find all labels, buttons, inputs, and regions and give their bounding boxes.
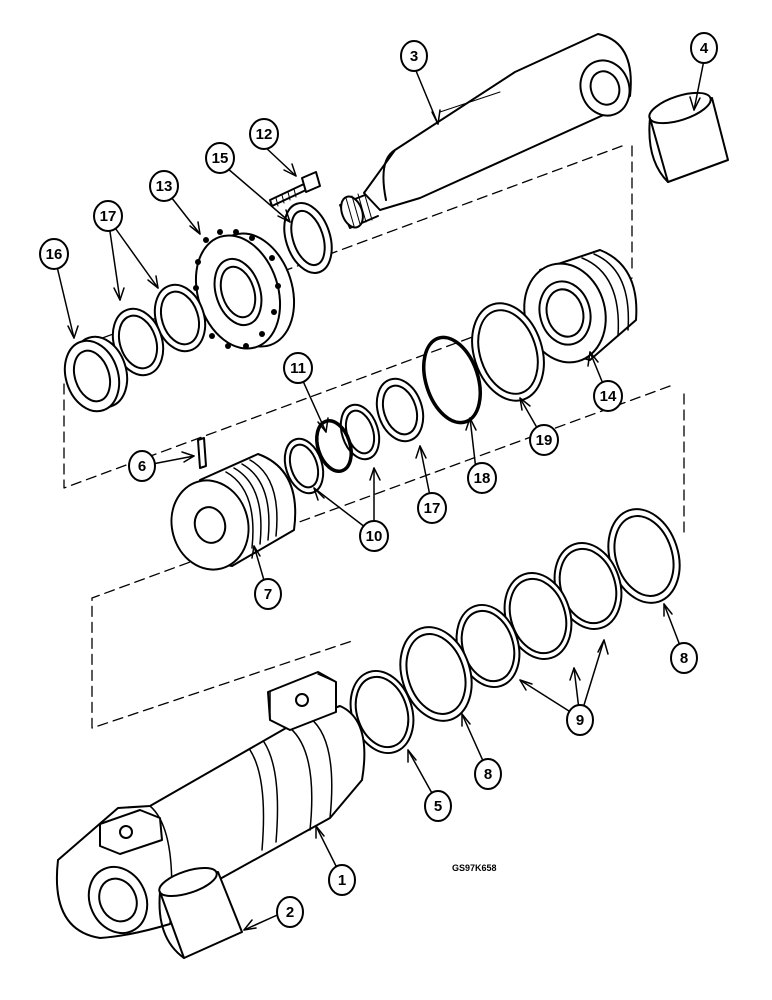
callout-4: 4 <box>700 40 709 57</box>
callout-9-bubble <box>566 704 594 736</box>
callout-8a-bubble <box>670 642 698 674</box>
figure-code: GS97K658 <box>452 863 497 873</box>
callout-7-bubble <box>254 578 282 610</box>
cylinder-head <box>523 249 638 364</box>
callout-19-bubble <box>529 424 559 456</box>
callout-6-bubble <box>128 450 156 482</box>
callout-4-bubble <box>690 32 718 64</box>
callout-13-bubble <box>149 170 179 202</box>
wear-ring-lower <box>399 626 473 722</box>
callout-3-bubble <box>400 40 428 72</box>
piston-ring-1 <box>553 542 623 630</box>
piston-rod <box>339 33 632 229</box>
callout-18: 18 <box>474 470 491 487</box>
callout-10-bubble <box>359 520 389 552</box>
seal-ring-lower <box>375 377 425 443</box>
callout-12-bubble <box>249 118 279 150</box>
callout-1-bubble <box>328 864 356 896</box>
callout-13: 13 <box>156 178 173 195</box>
callout-3: 3 <box>410 48 418 65</box>
piston-inner-ring <box>315 419 353 473</box>
wear-ring-right <box>607 508 681 604</box>
callout-9: 9 <box>576 712 584 729</box>
callout-17b: 17 <box>424 500 441 517</box>
seal-ring-5 <box>349 669 415 755</box>
callout-labels: 3 4 12 15 13 17 16 11 6 14 19 18 17 10 7… <box>46 40 709 921</box>
callout-6: 6 <box>138 458 146 475</box>
piston <box>170 453 297 571</box>
callout-8b-bubble <box>474 758 502 790</box>
piston-seal-ring-2 <box>283 437 325 495</box>
callout-8a: 8 <box>680 650 688 667</box>
callout-5-bubble <box>424 790 452 822</box>
callout-18-bubble <box>467 462 497 494</box>
seal-ring-upper-2 <box>111 307 165 377</box>
callout-14: 14 <box>600 388 617 405</box>
callout-12: 12 <box>256 126 273 143</box>
callout-11-bubble <box>283 352 313 384</box>
callout-1: 1 <box>338 872 346 889</box>
callout-17b-bubble <box>417 492 447 524</box>
callout-16: 16 <box>46 246 63 263</box>
seal-ring-upper <box>153 283 207 353</box>
wiper-seal <box>283 202 333 274</box>
callout-14-bubble <box>593 380 623 412</box>
mounting-flange <box>193 229 296 350</box>
o-ring <box>422 335 482 425</box>
rod-bushing <box>648 91 729 183</box>
callout-8b: 8 <box>484 766 492 783</box>
barrel-bushing <box>158 867 243 959</box>
callout-2-bubble <box>276 896 304 928</box>
callout-15: 15 <box>212 150 229 167</box>
cylinder-barrel <box>56 671 366 939</box>
callout-2: 2 <box>286 904 294 921</box>
callout-10: 10 <box>366 528 383 545</box>
callout-5: 5 <box>434 798 442 815</box>
callout-7: 7 <box>264 586 272 603</box>
callout-17a-bubble <box>93 200 123 232</box>
callout-11: 11 <box>290 360 306 377</box>
callout-17a: 17 <box>100 208 117 225</box>
callout-bubbles <box>39 32 718 928</box>
piston-ring-2 <box>503 572 573 660</box>
piston-ring-3 <box>455 603 521 689</box>
gland-nut <box>63 335 129 413</box>
backup-ring <box>471 302 545 402</box>
bolt <box>269 171 321 207</box>
pin <box>197 437 207 469</box>
callout-19: 19 <box>536 432 553 449</box>
callout-16-bubble <box>39 238 69 270</box>
callout-15-bubble <box>205 142 235 174</box>
